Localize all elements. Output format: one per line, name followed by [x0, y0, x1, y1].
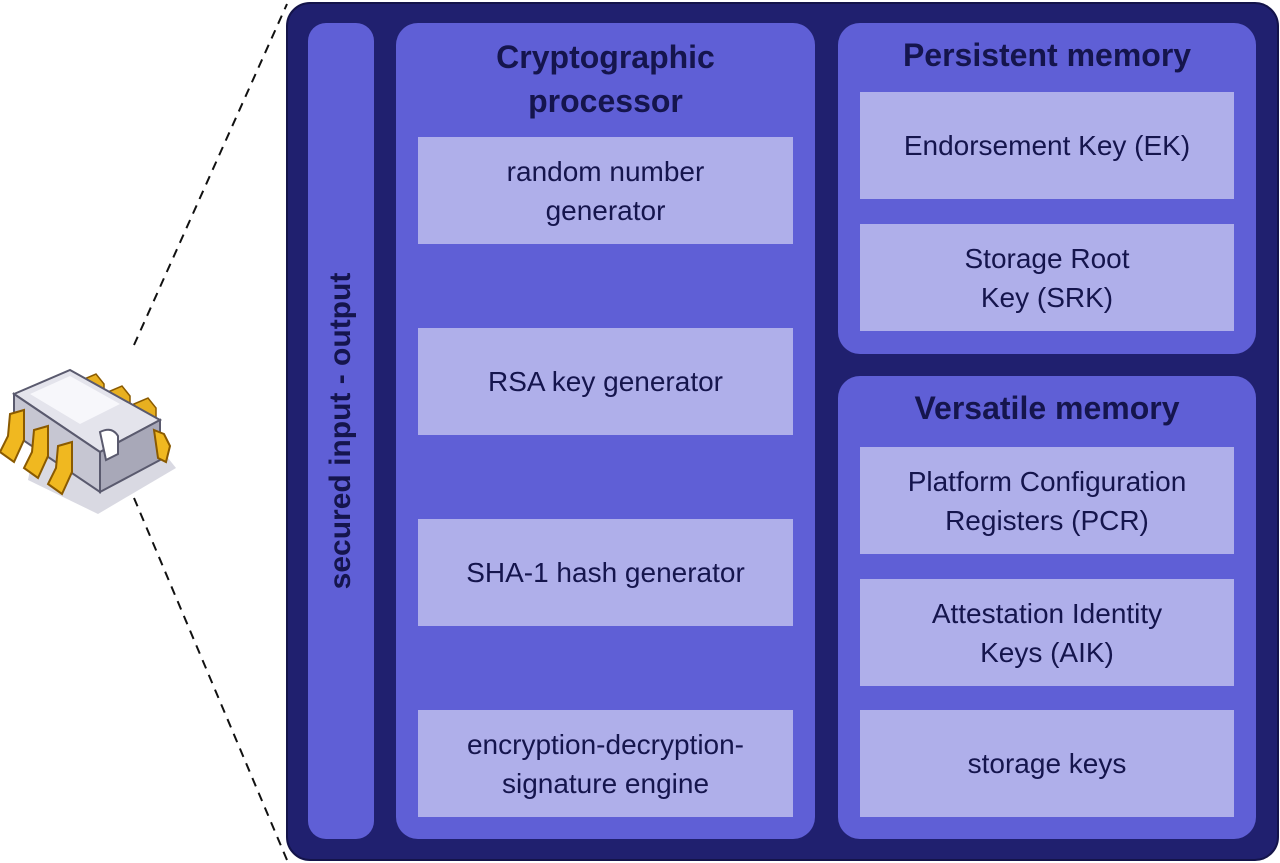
- chip-icon: [0, 368, 176, 514]
- persistent-title: Persistent memory: [902, 37, 1192, 73]
- io-label: secured input - output: [324, 272, 357, 590]
- box-sha1-hash-generator: SHA-1 hash generator: [418, 519, 793, 626]
- box-encryption-engine: encryption-decryption-signature engine: [418, 710, 793, 817]
- io-bar: secured input - output: [308, 23, 374, 839]
- versatile-title: Versatile memory: [914, 390, 1180, 426]
- box-rsa-key-generator: RSA key generator: [418, 328, 793, 435]
- crypto-title: Cryptographic processor: [496, 39, 715, 119]
- box-storage-keys: storage keys: [860, 710, 1234, 817]
- zoom-line-top: [133, 3, 288, 346]
- zoom-line-bottom: [133, 497, 288, 861]
- box-endorsement-key: Endorsement Key (EK): [860, 92, 1234, 199]
